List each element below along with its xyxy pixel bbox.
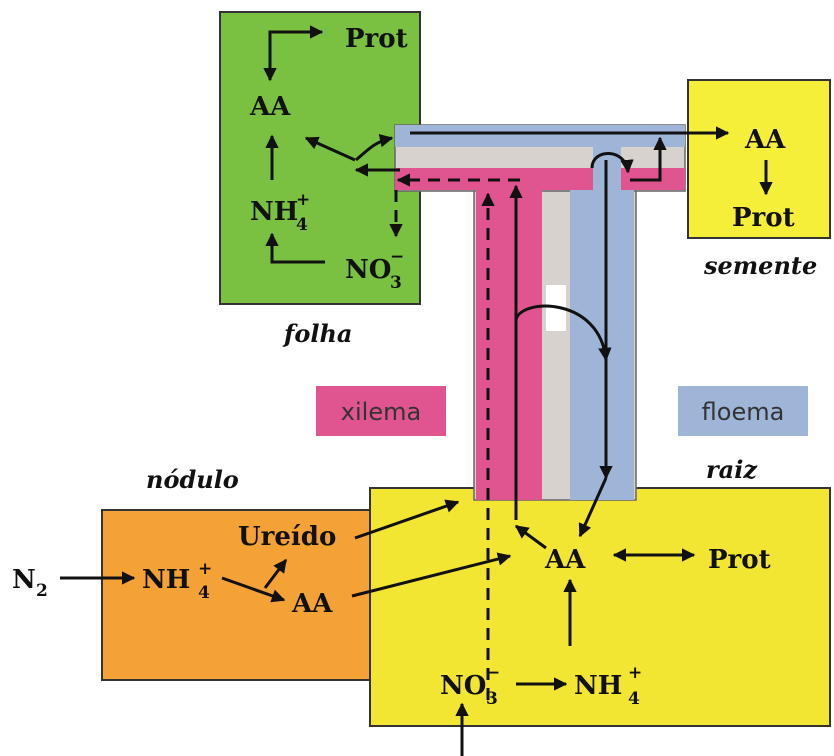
- seed-box: [687, 79, 831, 239]
- nodule-ureide-label: Ureído: [238, 522, 336, 552]
- leaf-aa-export-arrow: [355, 134, 394, 162]
- leaf-phloem-to-aa-arrow: [304, 136, 356, 162]
- nodule-box: [101, 509, 377, 681]
- root-box: [369, 487, 831, 727]
- seed-aa-label: AA: [744, 125, 786, 155]
- svg-text:NH: NH: [250, 197, 298, 227]
- svg-text:4: 4: [628, 689, 640, 709]
- leaf-no3-to-nh4-arrow: [265, 232, 325, 264]
- phloem-to-root-aa-arrow: [578, 477, 608, 538]
- root-aa-label: AA: [544, 545, 586, 575]
- svg-text:+: +: [198, 559, 212, 579]
- svg-text:+: +: [628, 663, 642, 683]
- svg-text:NO: NO: [345, 255, 391, 285]
- svg-text:3: 3: [486, 689, 498, 709]
- root-prot-label: Prot: [708, 545, 771, 575]
- nodule-nh4-label: NH + 4: [142, 559, 212, 603]
- aa-to-xylem-arrow: [514, 524, 547, 550]
- leaf-box: [219, 11, 421, 305]
- leaf-arrows: [263, 25, 403, 264]
- svg-text:NO: NO: [440, 671, 486, 701]
- transport-arrows: [396, 126, 773, 700]
- leaf-nh4-label: NH + 4: [250, 190, 310, 235]
- xylem-legend-label: xilema: [341, 398, 421, 426]
- svg-text:4: 4: [296, 215, 308, 235]
- leaf-aa-label: AA: [249, 92, 291, 122]
- ureide-to-xylem-arrow: [354, 499, 460, 540]
- to-ureide-arrow: [263, 558, 288, 589]
- leaf-prot-label: Prot: [345, 24, 408, 54]
- seed-prot-label: Prot: [732, 203, 795, 233]
- svg-text:−: −: [486, 663, 500, 683]
- xylem-to-seed-arrow: [630, 136, 667, 182]
- nodule-aa-to-root-arrow: [351, 552, 512, 598]
- phloem-legend-swatch: [678, 386, 808, 436]
- phloem-legend-label: floema: [702, 398, 785, 426]
- phloem-loop-arrow: [590, 152, 634, 174]
- root-no3-label: NO − 3: [440, 663, 500, 709]
- svg-text:3: 3: [390, 273, 402, 293]
- root-region-label: raiz: [706, 455, 758, 484]
- svg-text:+: +: [296, 190, 310, 210]
- xylem-to-phloem-transfer-arrow: [514, 304, 612, 362]
- seed-region-label: semente: [703, 251, 817, 280]
- nodule-n2-label: N 2: [12, 565, 48, 601]
- svg-text:−: −: [390, 247, 404, 267]
- nh4-to-aa-arrow: [221, 576, 286, 603]
- phloem-bar: [395, 125, 685, 147]
- svg-text:NH: NH: [142, 565, 190, 595]
- svg-text:NH: NH: [574, 671, 622, 701]
- root-arrows: [60, 477, 696, 756]
- svg-text:4: 4: [198, 583, 210, 603]
- root-nh4-label: NH + 4: [574, 663, 642, 709]
- xylem-legend-swatch: [316, 386, 446, 436]
- leaf-no3-label: NO − 3: [345, 247, 404, 293]
- svg-text:2: 2: [36, 581, 48, 601]
- leaf-region-label: folha: [282, 319, 352, 348]
- svg-text:N: N: [12, 565, 36, 595]
- nodule-aa-label: AA: [291, 589, 333, 619]
- xylem-stem: [476, 168, 542, 500]
- nodule-region-label: nódulo: [146, 465, 239, 494]
